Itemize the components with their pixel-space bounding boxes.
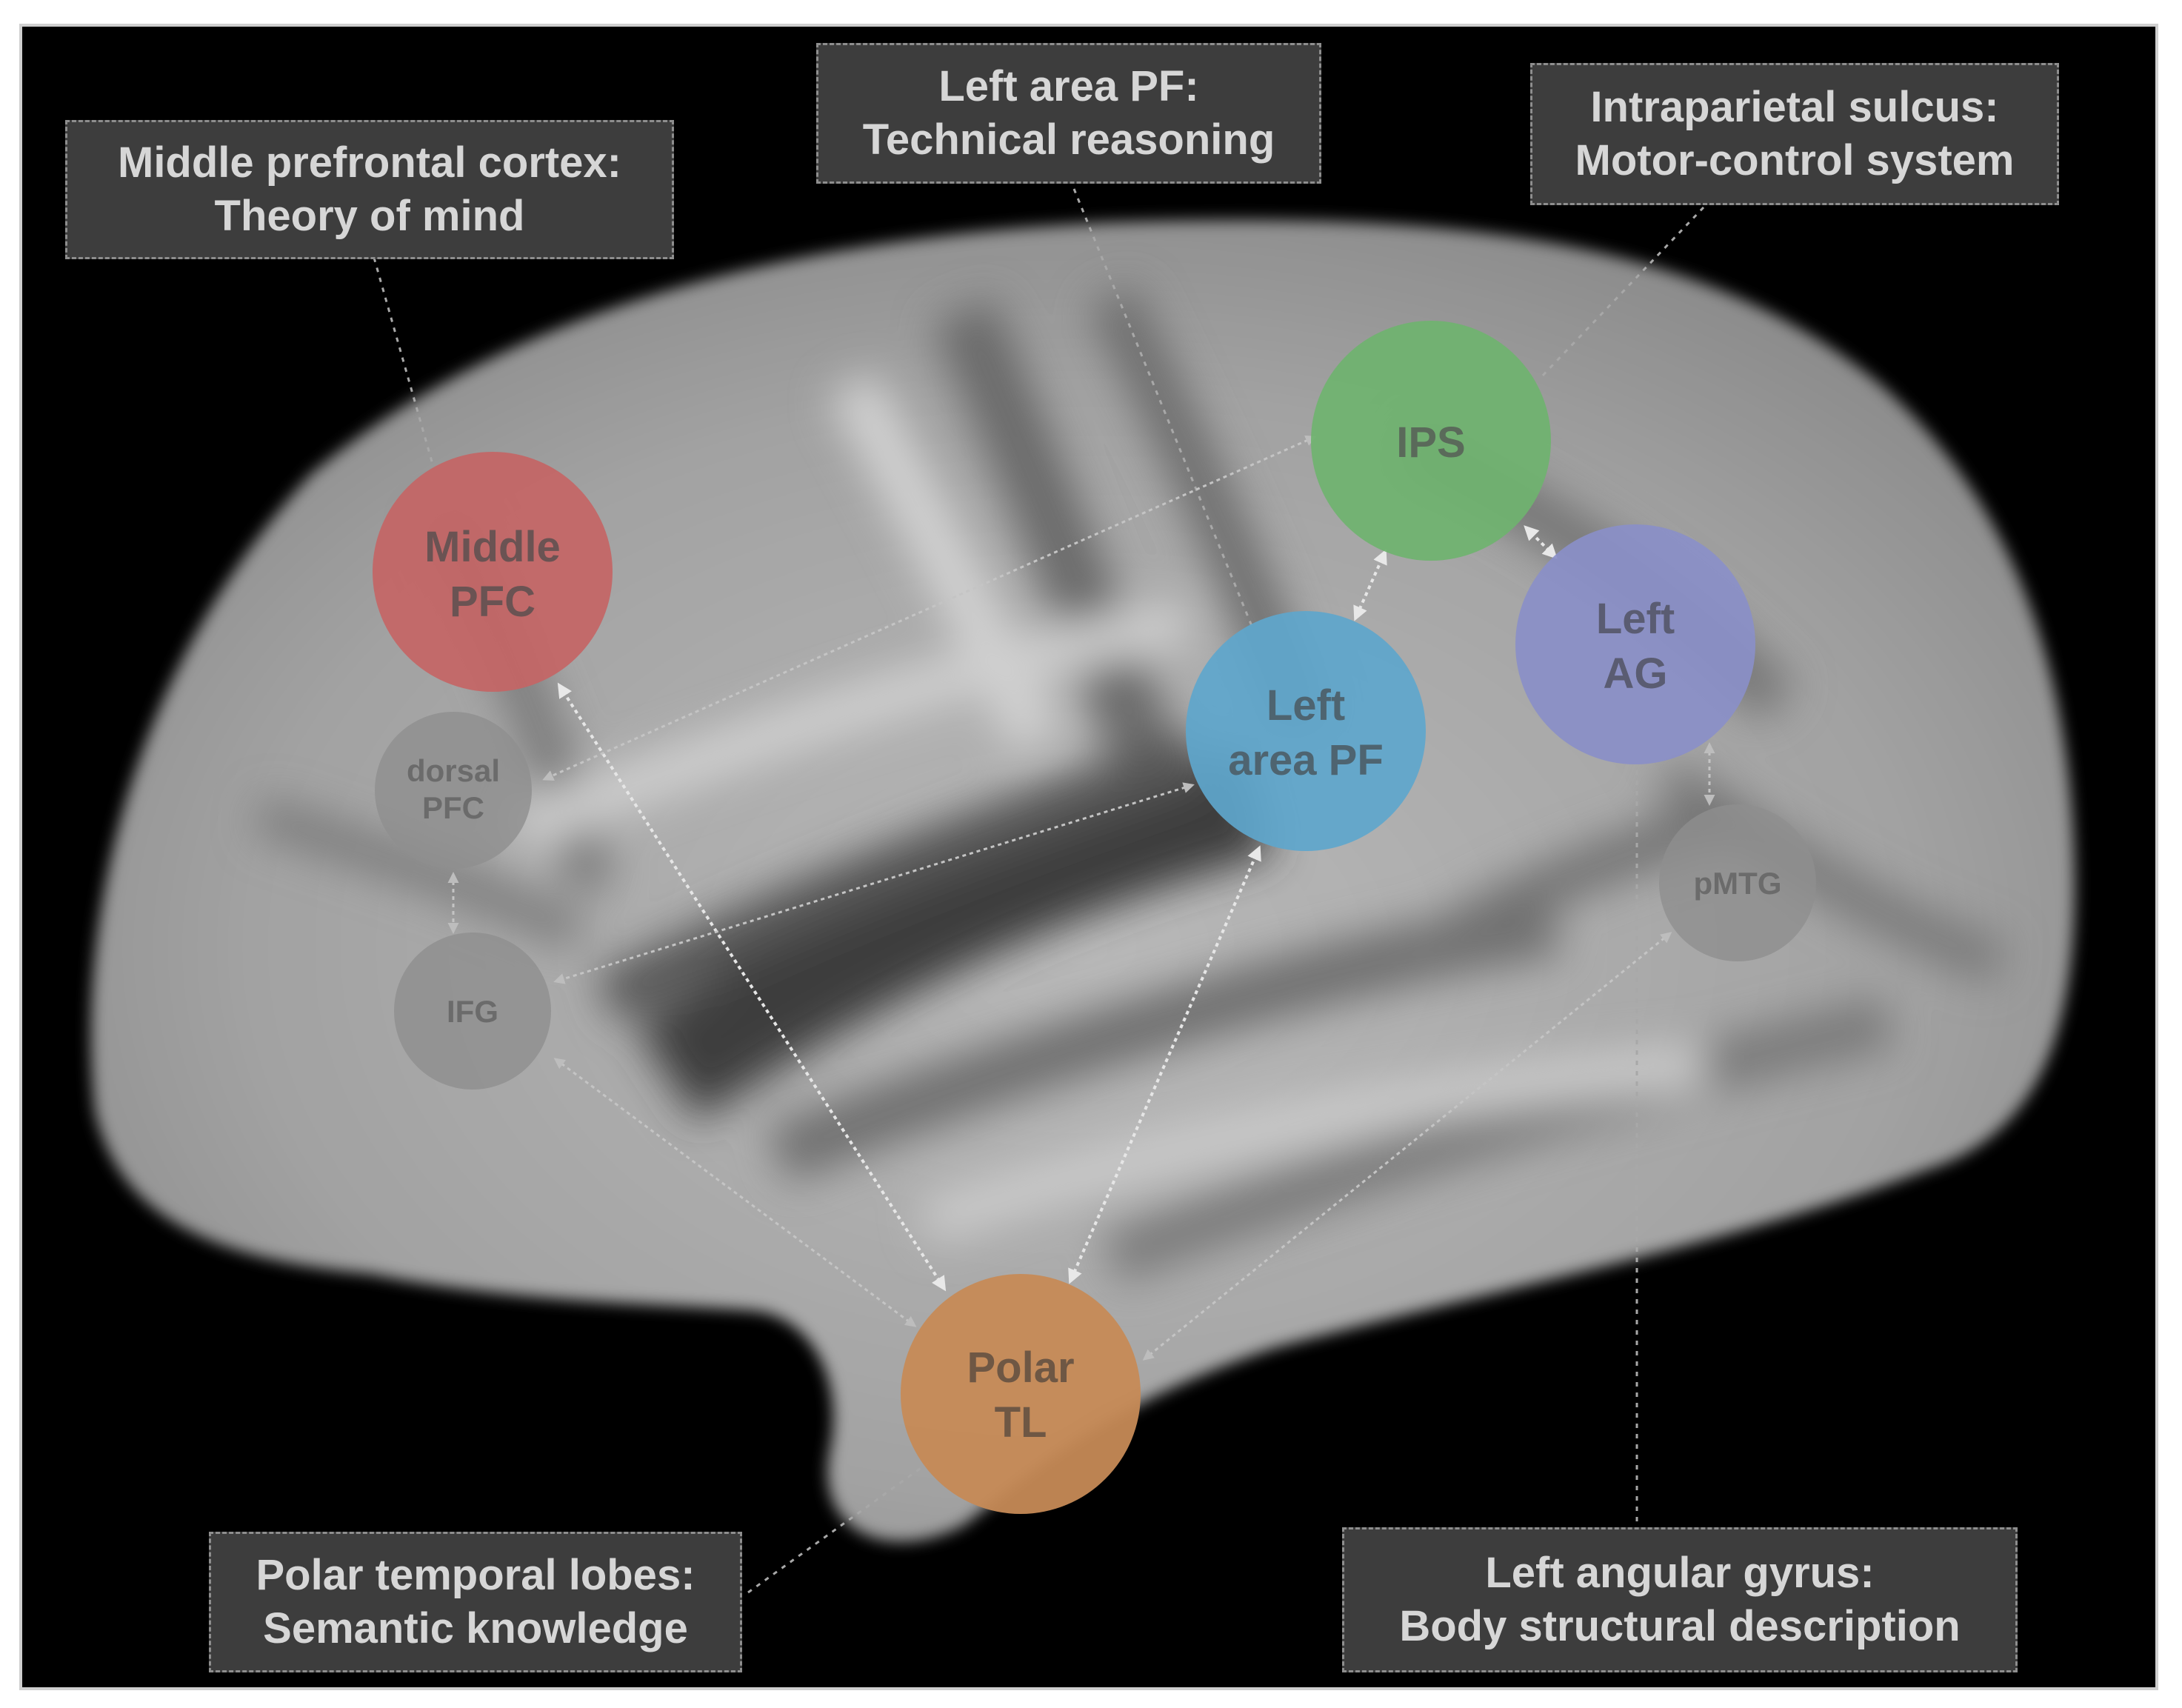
callout-left-ag: Left angular gyrus: Body structural desc… [1342, 1527, 2018, 1672]
node-left-ag-label-line1: Left [1596, 595, 1675, 643]
arrow-ifg-polar-tl [553, 1058, 917, 1327]
node-dorsal-pfc-label-line1: dorsal [407, 753, 500, 788]
callout-left-ag-line1: Left angular gyrus: [1485, 1549, 1875, 1597]
node-dorsal-pfc: dorsal PFC [375, 712, 532, 869]
node-polar-tl: Polar TL [901, 1274, 1141, 1514]
node-dorsal-pfc-circle [375, 712, 532, 869]
node-left-area-pf: Left area PF [1186, 611, 1426, 851]
node-middle-pfc-label-line1: Middle [424, 523, 561, 571]
arrow-ips-left-pf [1353, 549, 1387, 621]
callout-middle-pfc-line1: Middle prefrontal cortex: [118, 139, 621, 187]
callout-left-area-pf-line1: Left area PF: [938, 62, 1199, 110]
arrow-pmtg-polar-tl [1142, 932, 1672, 1361]
callout-polar-tl-line1: Polar temporal lobes: [256, 1551, 695, 1599]
callout-ips-line2: Motor-control system [1575, 136, 2015, 184]
node-pmtg: pMTG [1659, 804, 1816, 961]
node-ifg-label: IFG [447, 994, 498, 1029]
callout-left-ag-line2: Body structural description [1399, 1602, 1961, 1650]
node-ips-label: IPS [1396, 418, 1466, 467]
node-ips-circle [1311, 321, 1551, 561]
node-ifg-circle [394, 933, 551, 1090]
node-left-ag-circle [1515, 524, 1755, 764]
leader-line-polar-tl [747, 1458, 934, 1594]
node-polar-tl-label-line2: TL [995, 1398, 1047, 1447]
node-left-ag-label-line2: AG [1604, 650, 1668, 698]
callout-middle-pfc: Middle prefrontal cortex: Theory of mind [65, 120, 674, 259]
node-dorsal-pfc-label-line2: PFC [422, 790, 484, 825]
callout-left-area-pf-line2: Technical reasoning [862, 116, 1275, 164]
node-left-area-pf-label-line2: area PF [1228, 736, 1384, 784]
node-pmtg-label: pMTG [1694, 866, 1782, 901]
callout-left-area-pf: Left area PF: Technical reasoning [816, 43, 1321, 184]
callout-middle-pfc-line2: Theory of mind [214, 192, 525, 240]
node-ifg: IFG [394, 933, 551, 1090]
node-polar-tl-circle [901, 1274, 1141, 1514]
node-ips: IPS [1311, 321, 1551, 561]
callout-ips-line1: Intraparietal sulcus: [1590, 83, 1999, 131]
nodes: Middle PFC IPS Left area PF Left AG Pola… [373, 321, 1816, 1514]
arrow-left-pf-polar-tl [1068, 845, 1261, 1284]
node-left-ag: Left AG [1515, 524, 1755, 764]
leader-lines [373, 188, 1705, 1594]
callout-ips: Intraparietal sulcus: Motor-control syst… [1530, 63, 2059, 205]
node-middle-pfc: Middle PFC [373, 452, 613, 692]
node-polar-tl-label-line1: Polar [967, 1344, 1074, 1392]
callout-polar-tl-line2: Semantic knowledge [263, 1604, 688, 1652]
node-left-area-pf-label-line1: Left [1267, 681, 1345, 730]
callout-polar-tl: Polar temporal lobes: Semantic knowledge [209, 1532, 742, 1672]
node-pmtg-circle [1659, 804, 1816, 961]
node-middle-pfc-circle [373, 452, 613, 692]
node-middle-pfc-label-line2: PFC [450, 578, 536, 626]
connections [447, 436, 1715, 1361]
node-left-area-pf-circle [1186, 611, 1426, 851]
leader-line-ips [1539, 206, 1705, 379]
